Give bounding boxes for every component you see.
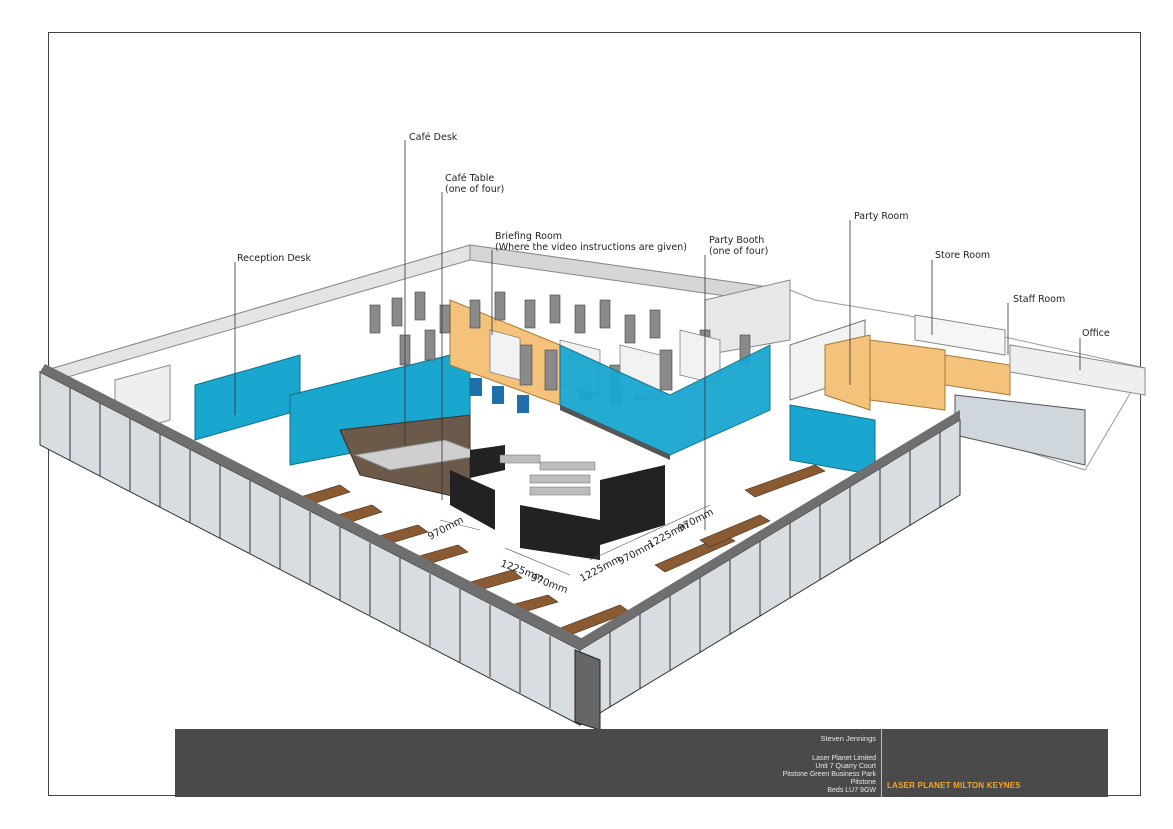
label-cafe-table: Café Table(one of four) bbox=[445, 173, 505, 195]
address-line: Pitstone bbox=[850, 779, 876, 786]
label-store-room: Store Room bbox=[935, 250, 991, 261]
facade-mullions-right bbox=[609, 432, 941, 707]
store-room bbox=[869, 339, 946, 411]
address-line: Beds LU7 9GW bbox=[827, 787, 876, 794]
label-party-room: Party Room bbox=[854, 211, 909, 222]
briefing-screen-1 bbox=[470, 378, 482, 396]
label-party-booth: Party Booth(one of four) bbox=[709, 235, 769, 257]
party-room-orange bbox=[824, 334, 871, 411]
label-briefing-room: Briefing Room(Where the video instructio… bbox=[495, 231, 688, 253]
store-room-top bbox=[914, 314, 1006, 356]
project-title: LASER PLANET MILTON KEYNES bbox=[887, 781, 1021, 790]
company-address: Laser Planet Limited Unit 7 Quarry Court… bbox=[783, 755, 876, 795]
briefing-screen-3 bbox=[517, 395, 529, 413]
corner-pillar bbox=[574, 649, 601, 731]
label-staff-room: Staff Room bbox=[1013, 294, 1066, 305]
author-name: Steven Jennings bbox=[820, 734, 876, 743]
facade-left-top-rail bbox=[40, 364, 585, 650]
briefing-screen-2 bbox=[492, 386, 504, 404]
label-reception-desk: Reception Desk bbox=[237, 253, 311, 264]
label-cafe-desk: Café Desk bbox=[409, 132, 458, 143]
cafe-tables-right bbox=[554, 464, 826, 638]
label-office: Office bbox=[1082, 328, 1110, 339]
leader-lines bbox=[234, 140, 1081, 530]
office-room bbox=[1009, 344, 1146, 396]
vest-racks bbox=[499, 454, 596, 496]
arena-ledge bbox=[560, 405, 670, 460]
dimension-lines bbox=[439, 504, 711, 576]
address-line: Pitstone Green Business Park bbox=[782, 771, 876, 778]
entry-gates bbox=[450, 445, 665, 560]
address-line: Laser Planet Limited bbox=[812, 755, 876, 762]
staff-room bbox=[944, 354, 1011, 396]
address-line: Unit 7 Quarry Court bbox=[815, 763, 876, 770]
title-block: Steven Jennings Laser Planet Limited Uni… bbox=[175, 729, 1108, 797]
facade-mullions-left bbox=[69, 388, 551, 708]
facade-right-top-rail bbox=[575, 410, 960, 650]
title-block-info: Steven Jennings Laser Planet Limited Uni… bbox=[582, 729, 882, 797]
